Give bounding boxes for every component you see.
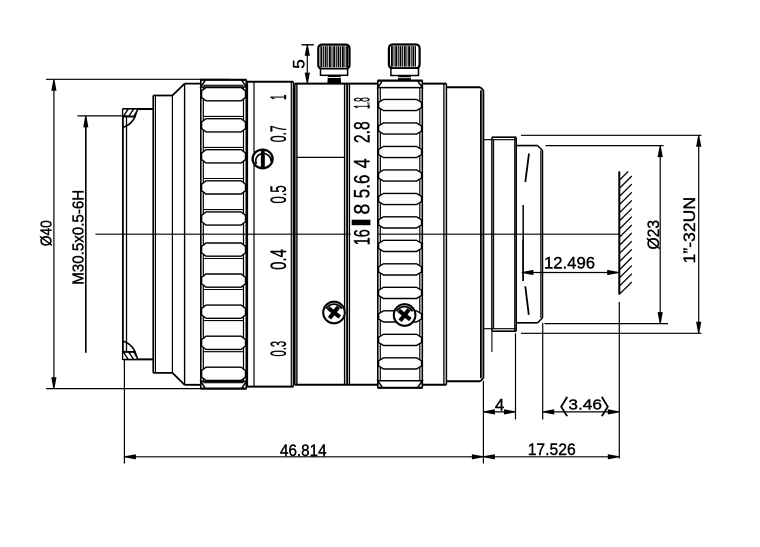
svg-text:1”-32UN: 1”-32UN <box>680 197 699 264</box>
svg-text:3.46: 3.46 <box>568 396 602 413</box>
svg-text:Ø40: Ø40 <box>38 220 55 246</box>
svg-text:8: 8 <box>349 204 374 215</box>
svg-text:Ø23: Ø23 <box>644 220 663 250</box>
svg-text:17.526: 17.526 <box>528 440 576 459</box>
svg-text:1.8: 1.8 <box>349 97 374 109</box>
svg-text:5: 5 <box>289 59 308 68</box>
svg-text:46.814: 46.814 <box>280 441 327 460</box>
svg-text:0.5: 0.5 <box>266 185 291 203</box>
svg-text:4: 4 <box>349 158 374 168</box>
svg-text:0.4: 0.4 <box>266 249 291 270</box>
svg-text:5.6: 5.6 <box>349 175 374 199</box>
svg-text:12.496: 12.496 <box>544 254 595 273</box>
svg-text:0.3: 0.3 <box>266 341 291 357</box>
svg-text:1: 1 <box>266 95 291 101</box>
svg-text:4: 4 <box>495 396 504 415</box>
svg-text:M30.5x0.5-6H: M30.5x0.5-6H <box>71 190 88 285</box>
svg-text:0.7: 0.7 <box>266 125 291 142</box>
svg-text:16: 16 <box>349 229 374 245</box>
svg-text:2.8: 2.8 <box>349 121 374 143</box>
